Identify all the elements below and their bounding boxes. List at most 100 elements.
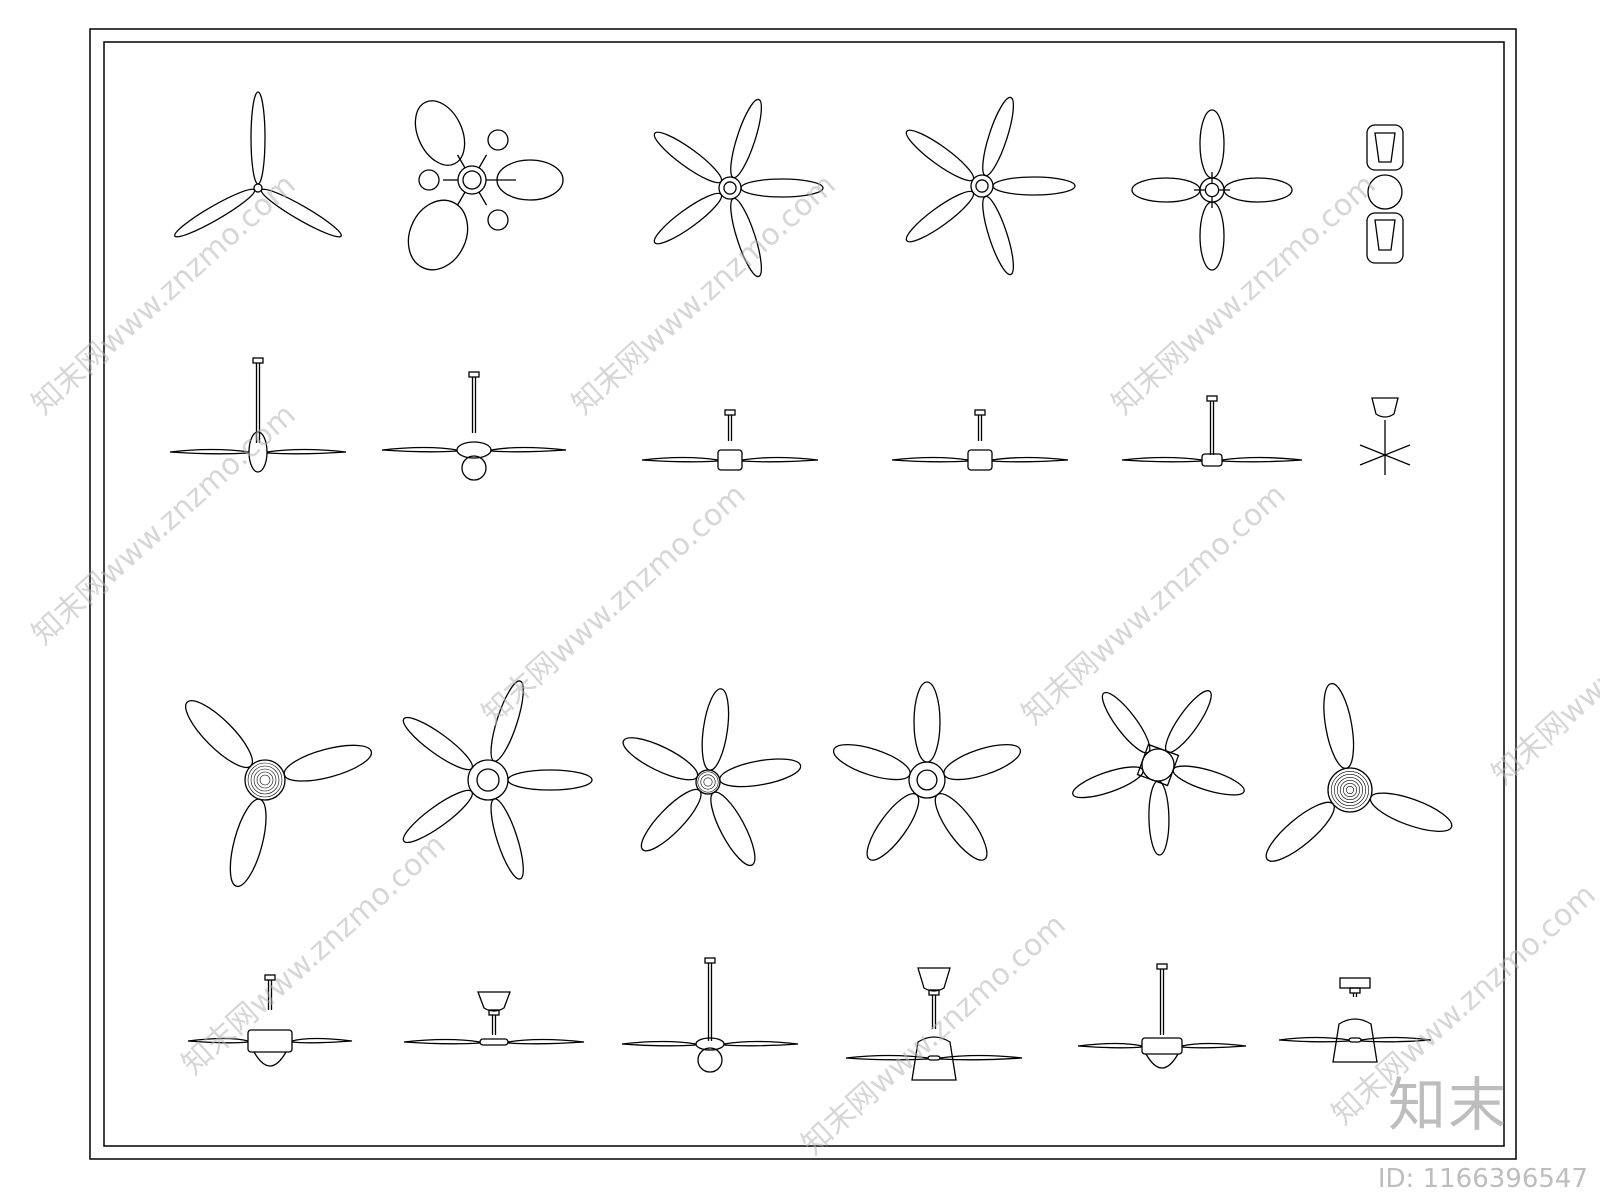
fan-plan-4-blade-cross [1131, 109, 1293, 271]
fan-plan-2-blade-compact [1366, 124, 1404, 264]
fan-plan-5-blade-square-hub [1072, 690, 1245, 856]
fan-blade [934, 793, 988, 861]
fan-hub-inner [476, 768, 500, 792]
blade-left [1278, 1036, 1350, 1043]
fan-blade [174, 188, 256, 238]
hub-grille-ring [253, 768, 277, 792]
fan-drawings [169, 91, 1453, 1081]
outer-border [89, 28, 1517, 1160]
fan-blade [490, 680, 524, 762]
ceiling-canopy [928, 989, 940, 996]
fan-blade [913, 681, 941, 763]
motor-housing [927, 1055, 941, 1061]
fan-hub [970, 174, 994, 198]
fan-blade [1323, 682, 1355, 770]
fan-blade [622, 737, 699, 781]
ceiling-canopy [974, 409, 986, 416]
ceiling-canopy [252, 357, 264, 364]
fan-elevation-5-blade-b [891, 409, 1069, 471]
fan-blade [710, 791, 756, 867]
hub-grille-ring [1346, 785, 1355, 794]
ceiling-canopy [724, 409, 736, 416]
motor-housing [479, 1038, 509, 1046]
blade-left [1121, 456, 1203, 463]
fan-blade [982, 195, 1015, 276]
blade-left [403, 1038, 481, 1045]
fan-blade [250, 91, 266, 185]
fan-elevation-bowl-light [1077, 963, 1247, 1069]
hub-grille-ring [247, 762, 283, 798]
ceiling-canopy [468, 371, 480, 378]
fan-elevation-compact [1359, 397, 1411, 475]
blade-left [381, 446, 458, 453]
motor-housing [248, 431, 268, 473]
fan-elevation-globe-light [621, 957, 799, 1073]
motor-housing [247, 1029, 293, 1053]
fan-elevation-4-blade [1121, 395, 1303, 467]
fan-plan-5-blade-decorative [622, 688, 802, 867]
fan-blade [1072, 766, 1144, 799]
fan-hub [718, 176, 742, 200]
blade-left [641, 456, 719, 463]
blade-left [187, 1037, 249, 1044]
fan-blade [1131, 177, 1201, 203]
fan-hub [695, 769, 721, 795]
fan-blade [1199, 201, 1225, 271]
hub-grille-ring [250, 765, 280, 795]
fan-blade [402, 789, 473, 844]
motor-housing [1348, 1037, 1362, 1043]
fan-blade [701, 688, 730, 771]
fan-elevation-cup-mount [403, 991, 585, 1046]
fan-hub [1327, 767, 1373, 813]
fan-plan-5-blade-lights [832, 681, 1022, 861]
light-bowl [1145, 1053, 1179, 1069]
hub-grille-ring [1331, 770, 1370, 809]
fan-elevation-dome-light [1278, 977, 1432, 1063]
hub-grille-ring [256, 771, 274, 789]
hub-grille-ring [1340, 779, 1361, 800]
fan-blade [1223, 177, 1293, 203]
fan-hub [467, 759, 509, 801]
blade-right [490, 446, 567, 453]
inner-border [103, 41, 1505, 1147]
motor-housing [717, 449, 743, 471]
light-dome [1332, 1018, 1378, 1063]
blade-right [723, 1040, 799, 1047]
hub-grille-ring [1337, 776, 1364, 803]
blade-left [621, 1040, 697, 1047]
fan-plan-3-blade-wide [185, 700, 373, 888]
fan-blade [1172, 765, 1245, 796]
motor-housing [1201, 453, 1223, 467]
fan-blade [832, 743, 911, 781]
blade-right [741, 456, 819, 463]
blade-left [845, 1054, 929, 1061]
blade-right [1360, 1036, 1432, 1043]
fan-blade [653, 131, 723, 184]
fan-blade [507, 769, 593, 791]
motor-housing [967, 449, 993, 471]
hub-grille-ring [1334, 773, 1367, 806]
ceiling-canopy [704, 957, 716, 964]
fan-blade [1369, 792, 1453, 832]
fan-hub [244, 759, 286, 801]
motor-housing [1141, 1037, 1183, 1055]
hub-grille-ring [700, 774, 716, 790]
fan-plan-5-blade-a [653, 98, 824, 278]
fan-blade [1265, 801, 1335, 862]
blade-left [169, 448, 250, 455]
fan-blade [740, 178, 824, 198]
ceiling-canopy [1349, 987, 1361, 994]
blade-left [891, 456, 969, 463]
hub-grille-ring [1343, 782, 1358, 797]
fan-blade [1165, 690, 1212, 754]
fan-plan-3-blade [174, 91, 342, 238]
fan-blade [260, 188, 342, 238]
fan-plan-4-blade-with-lights [407, 100, 564, 271]
blade-right [991, 456, 1069, 463]
fan-elevation-bell-canopy [845, 967, 1023, 1081]
ceiling-canopy [488, 1009, 500, 1016]
hub-grille-ring [703, 777, 713, 787]
fan-plan-5-blade-b [905, 96, 1076, 276]
blade-left [1077, 1042, 1143, 1049]
